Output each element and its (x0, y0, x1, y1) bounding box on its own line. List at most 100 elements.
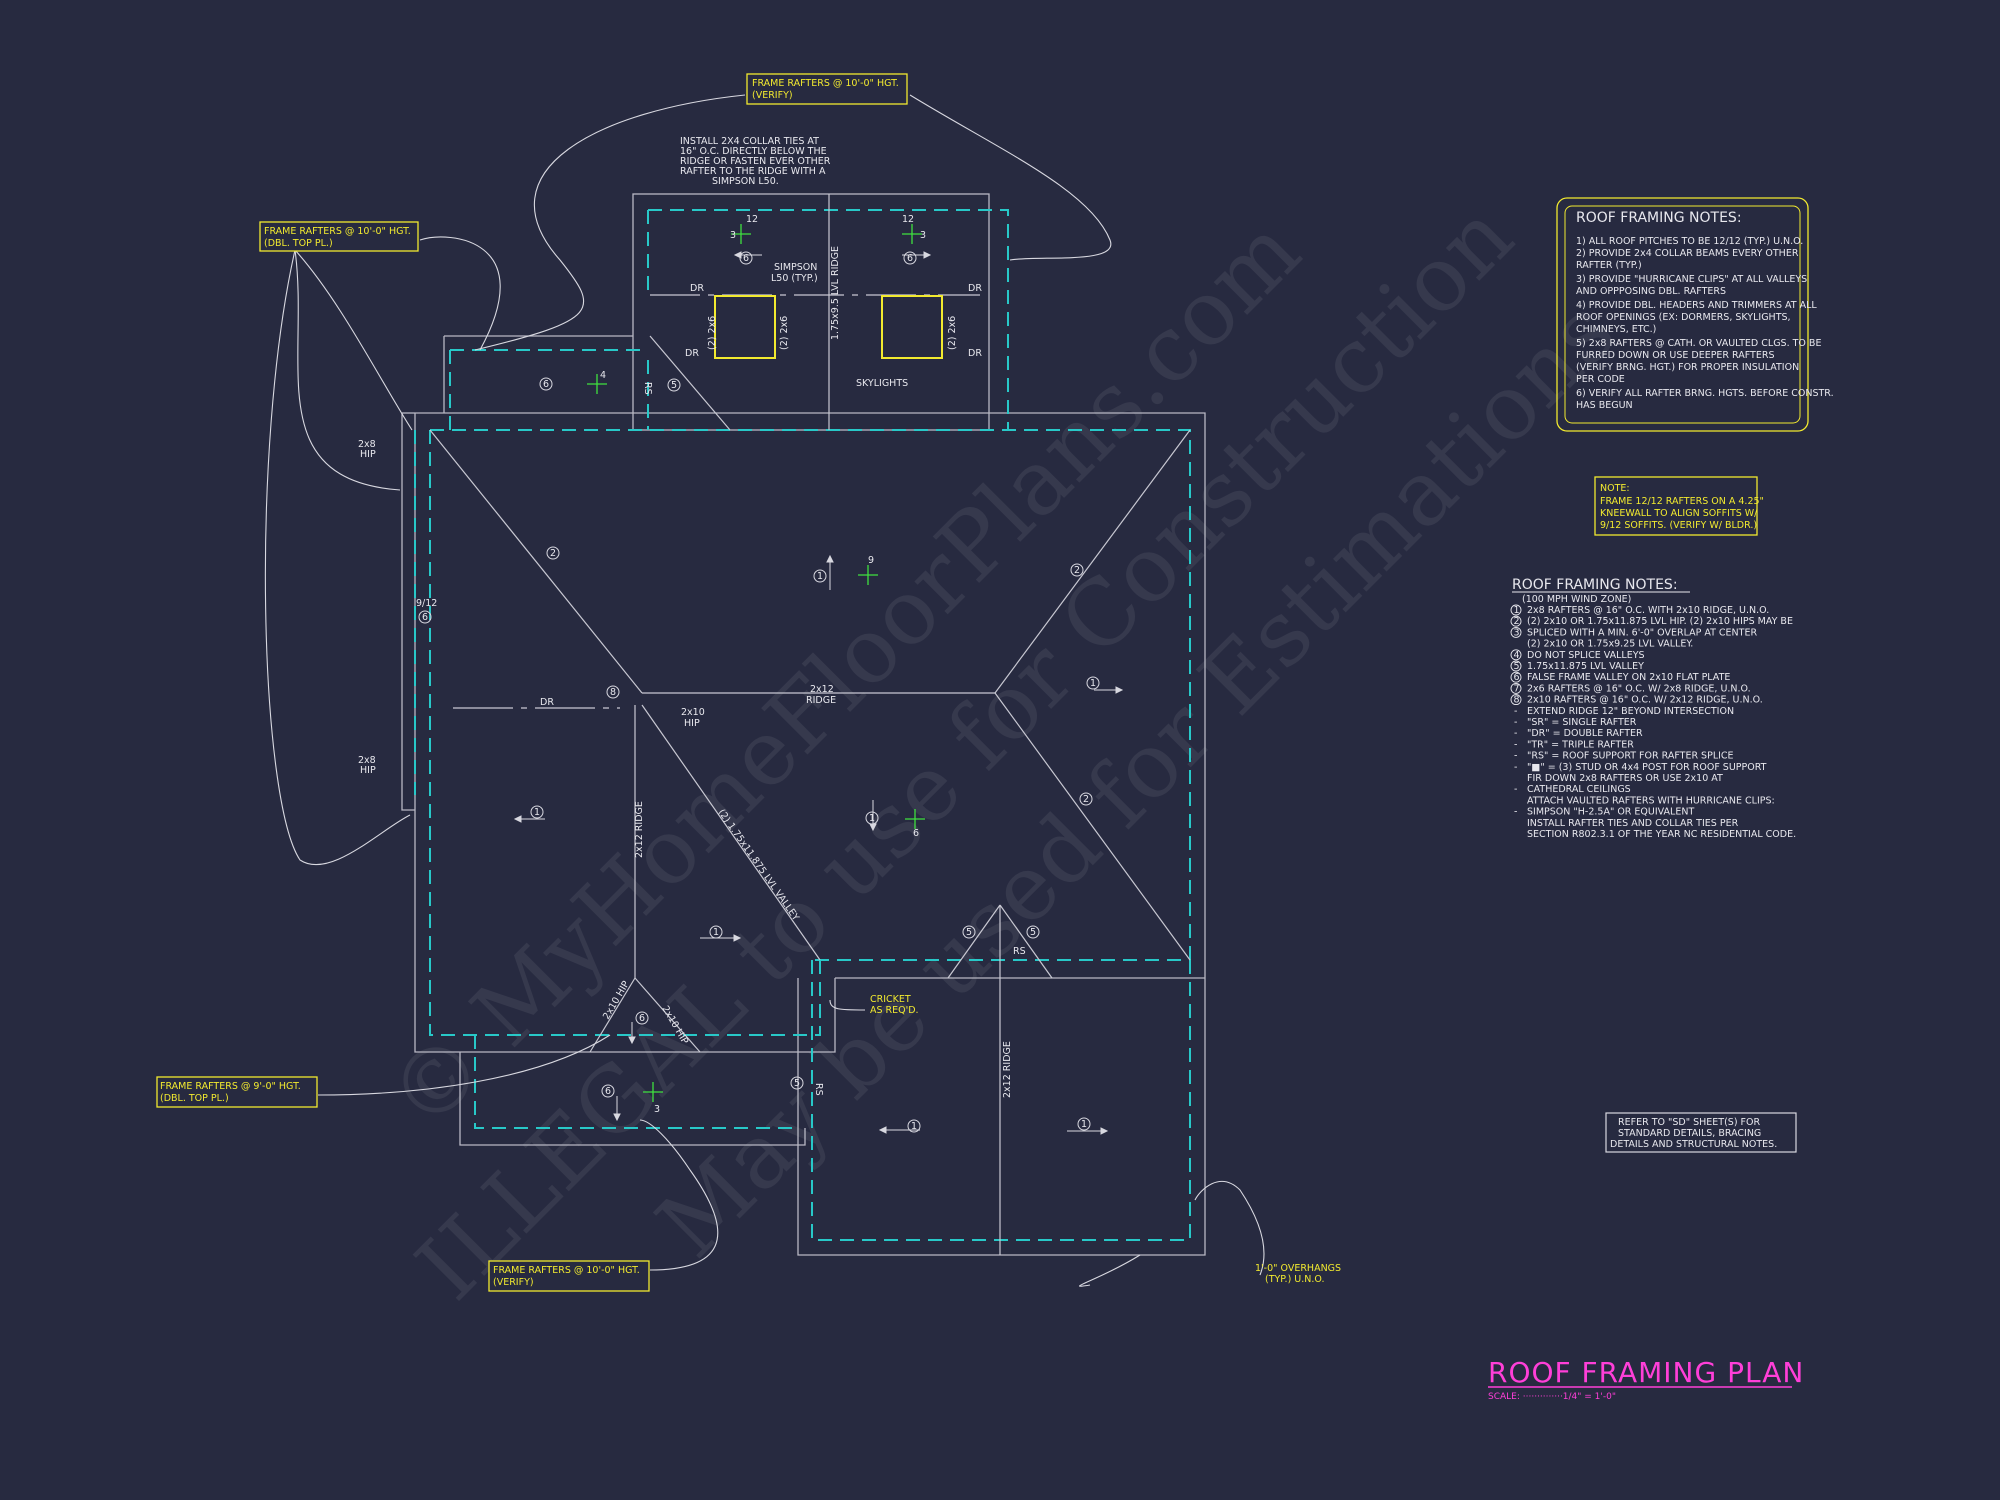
pitch-value-3-b: 3 (920, 230, 926, 241)
overhangs-line-1: 1'-0" OVERHANGS (1255, 1263, 1341, 1274)
legend-line: 2x8 RAFTERS @ 16" O.C. WITH 2x10 RIDGE, … (1527, 605, 1769, 616)
legend-marker-circle (1510, 660, 1522, 672)
legend-marker-circle (1510, 626, 1522, 638)
skylight-right (881, 295, 943, 359)
pitch-value-6: 6 (913, 828, 919, 839)
notes-box-item-7: ROOF OPENINGS (EX: DORMERS, SKYLIGHTS, (1576, 312, 1791, 323)
tag-6-lower-bump: 6 (635, 1011, 649, 1025)
callout-bottom-line-2: (VERIFY) (493, 1277, 534, 1288)
pitch-marker-dormer-left (731, 224, 751, 244)
notes-box-item-5: AND OPPPOSING DBL. RAFTERS (1576, 286, 1726, 297)
rs-label-upper: RS (642, 382, 653, 395)
dr-label-lower-right: DR (968, 348, 982, 359)
legend-heading: ROOF FRAMING NOTES: (1512, 577, 1678, 593)
legend-line: 2x6 RAFTERS @ 16" O.C. W/ 2x8 RIDGE, U.N… (1527, 683, 1751, 694)
ridge-lower-vertical: 2x12 RIDGE (1002, 1041, 1013, 1098)
ridge-main-2: RIDGE (806, 695, 836, 706)
legend-marker: 6 (1514, 672, 1520, 683)
callout-overhangs: 1'-0" OVERHANGS (TYP.) U.N.O. (1255, 1263, 1341, 1285)
callout-left-lower-line-2: (DBL. TOP PL.) (160, 1093, 229, 1104)
tag-6-dormer-right: 6 (903, 251, 917, 265)
legend-line: 1.75x11.875 LVL VALLEY (1527, 661, 1644, 672)
tag-1-lower-b: 1 (1077, 1117, 1091, 1131)
legend-marker-circle (1510, 682, 1522, 694)
collar-line-3: RIDGE OR FASTEN EVER OTHER (680, 156, 831, 167)
kneewall-note-line-2: FRAME 12/12 RAFTERS ON A 4.25" (1600, 496, 1764, 507)
notes-box-item-6: 4) PROVIDE DBL. HEADERS AND TRIMMERS AT … (1576, 300, 1817, 311)
legend-line: (2) 2x10 OR 1.75x9.25 LVL VALLEY. (1527, 639, 1693, 650)
lvl-ridge-label: 1.75x9.5 LVL RIDGE (830, 246, 841, 340)
svg-text:1: 1 (817, 571, 823, 582)
pitch-marker-mid (905, 809, 925, 829)
callout-bottom: FRAME RAFTERS @ 10'-0" HGT. (VERIFY) (488, 1260, 650, 1292)
tag-6-dormer-left: 6 (739, 251, 753, 265)
kneewall-note-line-4: 9/12 SOFFITS. (VERIFY W/ BLDR.) (1600, 520, 1757, 531)
pitch-value-3-a: 3 (730, 230, 736, 241)
cricket-line-2: AS REQ'D. (870, 1005, 919, 1016)
tag-5-left: 5 (962, 925, 976, 939)
legend-marker: 2 (1514, 616, 1520, 627)
roof-framing-notes-box: ROOF FRAMING NOTES: 1) ALL ROOF PITCHES … (1556, 197, 1834, 432)
legend-marker: 5 (1514, 661, 1520, 672)
pitch-value-12-a: 12 (746, 214, 758, 225)
wall-outlines (401, 193, 1206, 1256)
tag-2-lower-right: 2 (1079, 792, 1093, 806)
legend-line: 2x10 RAFTERS @ 16" O.C. W/ 2x12 RIDGE, U… (1527, 695, 1763, 706)
tag-1-left: 1 (530, 805, 544, 819)
legend-line: "DR" = DOUBLE RAFTER (1527, 728, 1643, 739)
legend-line: ATTACH VAULTED RAFTERS WITH HURRICANE CL… (1527, 795, 1775, 806)
notes-box-item-10: FURRED DOWN OR USE DEEPER RAFTERS (1576, 350, 1775, 361)
svg-text:1: 1 (1081, 1119, 1087, 1130)
pitch-value-4: 4 (600, 370, 606, 381)
legend-line: CATHEDRAL CEILINGS (1527, 784, 1631, 795)
callout-left-lower: FRAME RAFTERS @ 9'-0" HGT. (DBL. TOP PL.… (156, 1076, 318, 1108)
direction-arrows (513, 251, 1124, 1135)
double-2x6-right: (2) 2x6 (947, 316, 958, 350)
legend-line: "SR" = SINGLE RAFTER (1527, 717, 1637, 728)
hip-2x10-1: 2x10 (681, 707, 705, 718)
legend-marker: - (1514, 739, 1517, 750)
collar-line-4: RAFTER TO THE RIDGE WITH A (680, 166, 826, 177)
pitch-markers (587, 224, 925, 1102)
tag-6-left-bump: 6 (418, 610, 432, 624)
svg-text:6: 6 (543, 379, 549, 390)
legend-line: "■" = (3) STUD OR 4x4 POST FOR ROOF SUPP… (1527, 762, 1767, 773)
callout-top-box (746, 73, 908, 105)
hip-2x8-upper-2: HIP (360, 449, 376, 460)
hip-2x8-lower-1: 2x8 (358, 755, 376, 766)
callout-top-line-1: FRAME RAFTERS @ 10'-0" HGT. (752, 78, 899, 89)
callout-left-upper-line-2: (DBL. TOP PL.) (264, 238, 333, 249)
svg-text:5: 5 (966, 927, 972, 938)
overhangs-line-2: (TYP.) U.N.O. (1265, 1274, 1325, 1285)
drawing-title-block: ROOF FRAMING PLAN SCALE: ··············1… (1488, 1356, 1803, 1402)
skylight-left (714, 295, 776, 359)
notes-box-heading: ROOF FRAMING NOTES: (1576, 210, 1742, 226)
pitch-value-3-c: 3 (654, 1104, 660, 1115)
svg-text:6: 6 (422, 612, 428, 623)
svg-text:2: 2 (1083, 794, 1089, 805)
svg-text:6: 6 (605, 1086, 611, 1097)
legend-line: SPLICED WITH A MIN. 6'-0" OVERLAP AT CEN… (1527, 627, 1757, 638)
kneewall-note: NOTE: FRAME 12/12 RAFTERS ON A 4.25" KNE… (1594, 476, 1764, 536)
notes-box-item-2: 2) PROVIDE 2x4 COLLAR BEAMS EVERY OTHER (1576, 248, 1799, 259)
dr-label-top-left: DR (690, 283, 704, 294)
tag-5-upper: 5 (667, 378, 681, 392)
notes-box-item-12: PER CODE (1576, 374, 1625, 385)
kneewall-note-line-1: NOTE: (1600, 483, 1630, 494)
legend-marker-circle (1510, 671, 1522, 683)
svg-text:1: 1 (911, 1121, 917, 1132)
callout-top-line-2: (VERIFY) (752, 90, 793, 101)
ridge-main-1: 2x12 (810, 684, 834, 695)
legend-marker-circle (1510, 649, 1522, 661)
tag-8: 8 (606, 685, 620, 699)
legend-marker-circle (1510, 694, 1522, 706)
legend-line: "RS" = ROOF SUPPORT FOR RAFTER SPLICE (1527, 751, 1734, 762)
legend-marker: 4 (1514, 650, 1520, 661)
dr-label-top-right: DR (968, 283, 982, 294)
legend-marker-circle (1510, 604, 1522, 616)
legend-line: SIMPSON "H-2.5A" OR EQUIVALENT (1527, 807, 1694, 818)
legend-line: FALSE FRAME VALLEY ON 2x10 FLAT PLATE (1527, 672, 1730, 683)
callout-left-lower-line-1: FRAME RAFTERS @ 9'-0" HGT. (160, 1081, 301, 1092)
skylights-label: SKYLIGHTS (856, 378, 908, 389)
